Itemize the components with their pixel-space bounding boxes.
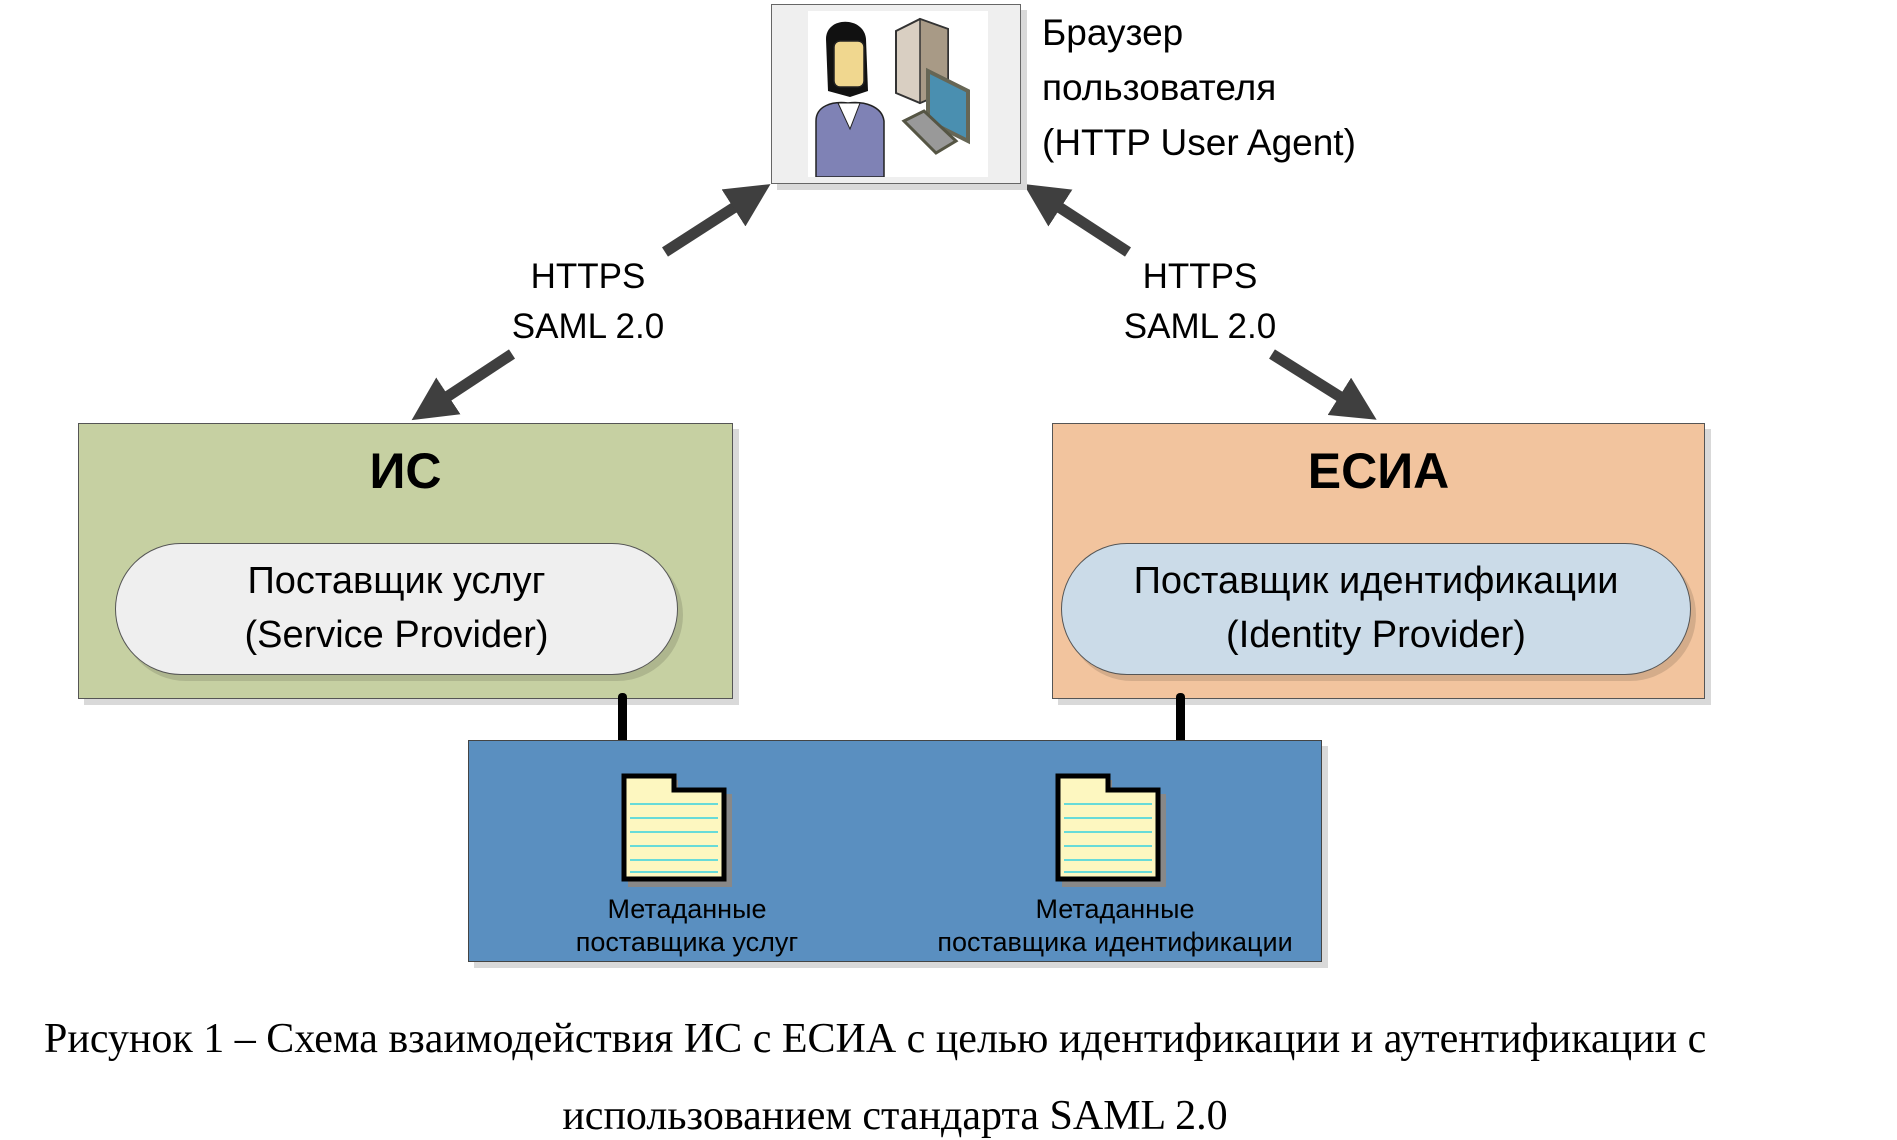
link-label-left: HTTPS SAML 2.0 [468,252,708,352]
browser-label-line: пользователя [1042,67,1277,108]
idp-metadata-label: Метаданные поставщика идентификации [900,893,1330,959]
figure-caption-line2: использованием стандарта SAML 2.0 [562,1093,1228,1139]
esia-title: ЕСИА [1307,443,1450,499]
sp-metadata-label: Метаданные поставщика услуг [537,893,837,959]
service-provider-label: Поставщик услуг [247,560,546,602]
identity-provider-sublabel: (Identity Provider) [1226,614,1526,656]
identity-provider-label: Поставщик идентификации [1133,560,1619,602]
arrow-to-esia [1269,349,1377,420]
identity-provider-node: Поставщик идентификации (Identity Provid… [1061,543,1691,675]
arrow-to-browser-right [1023,183,1132,257]
user-at-computer-icon [808,11,988,178]
arrow-to-browser-left [662,184,771,257]
browser-box [771,4,1021,184]
link-label-right: HTTPS SAML 2.0 [1080,252,1320,352]
metadata-label-line: поставщика идентификации [937,927,1293,957]
link-protocol: HTTPS [530,257,646,296]
connector-sp-metadata [618,693,627,745]
link-standard: SAML 2.0 [1123,307,1277,346]
browser-label-line: Браузер [1042,12,1184,53]
browser-label-line: (HTTP User Agent) [1042,122,1356,163]
document-icon [621,773,732,887]
metadata-label-line: Метаданные [1035,894,1195,924]
service-provider-sublabel: (Service Provider) [244,614,549,656]
connector-idp-metadata [1176,693,1185,745]
figure-caption-line1: Рисунок 1 – Схема взаимодействия ИС с ЕС… [44,1016,1707,1062]
esia-group: ЕСИА Поставщик идентификации (Identity P… [1052,423,1705,699]
link-protocol: HTTPS [1142,257,1258,296]
metadata-label-line: поставщика услуг [575,927,799,957]
link-standard: SAML 2.0 [511,307,665,346]
is-group: ИС Поставщик услуг (Service Provider) [78,423,733,699]
service-provider-node: Поставщик услуг (Service Provider) [115,543,678,675]
browser-label: Браузер пользователя (HTTP User Agent) [1042,5,1356,170]
document-icon [1055,773,1166,887]
metadata-store [468,740,1322,962]
is-title: ИС [369,443,442,499]
metadata-label-line: Метаданные [607,894,767,924]
arrow-to-is [411,349,516,421]
